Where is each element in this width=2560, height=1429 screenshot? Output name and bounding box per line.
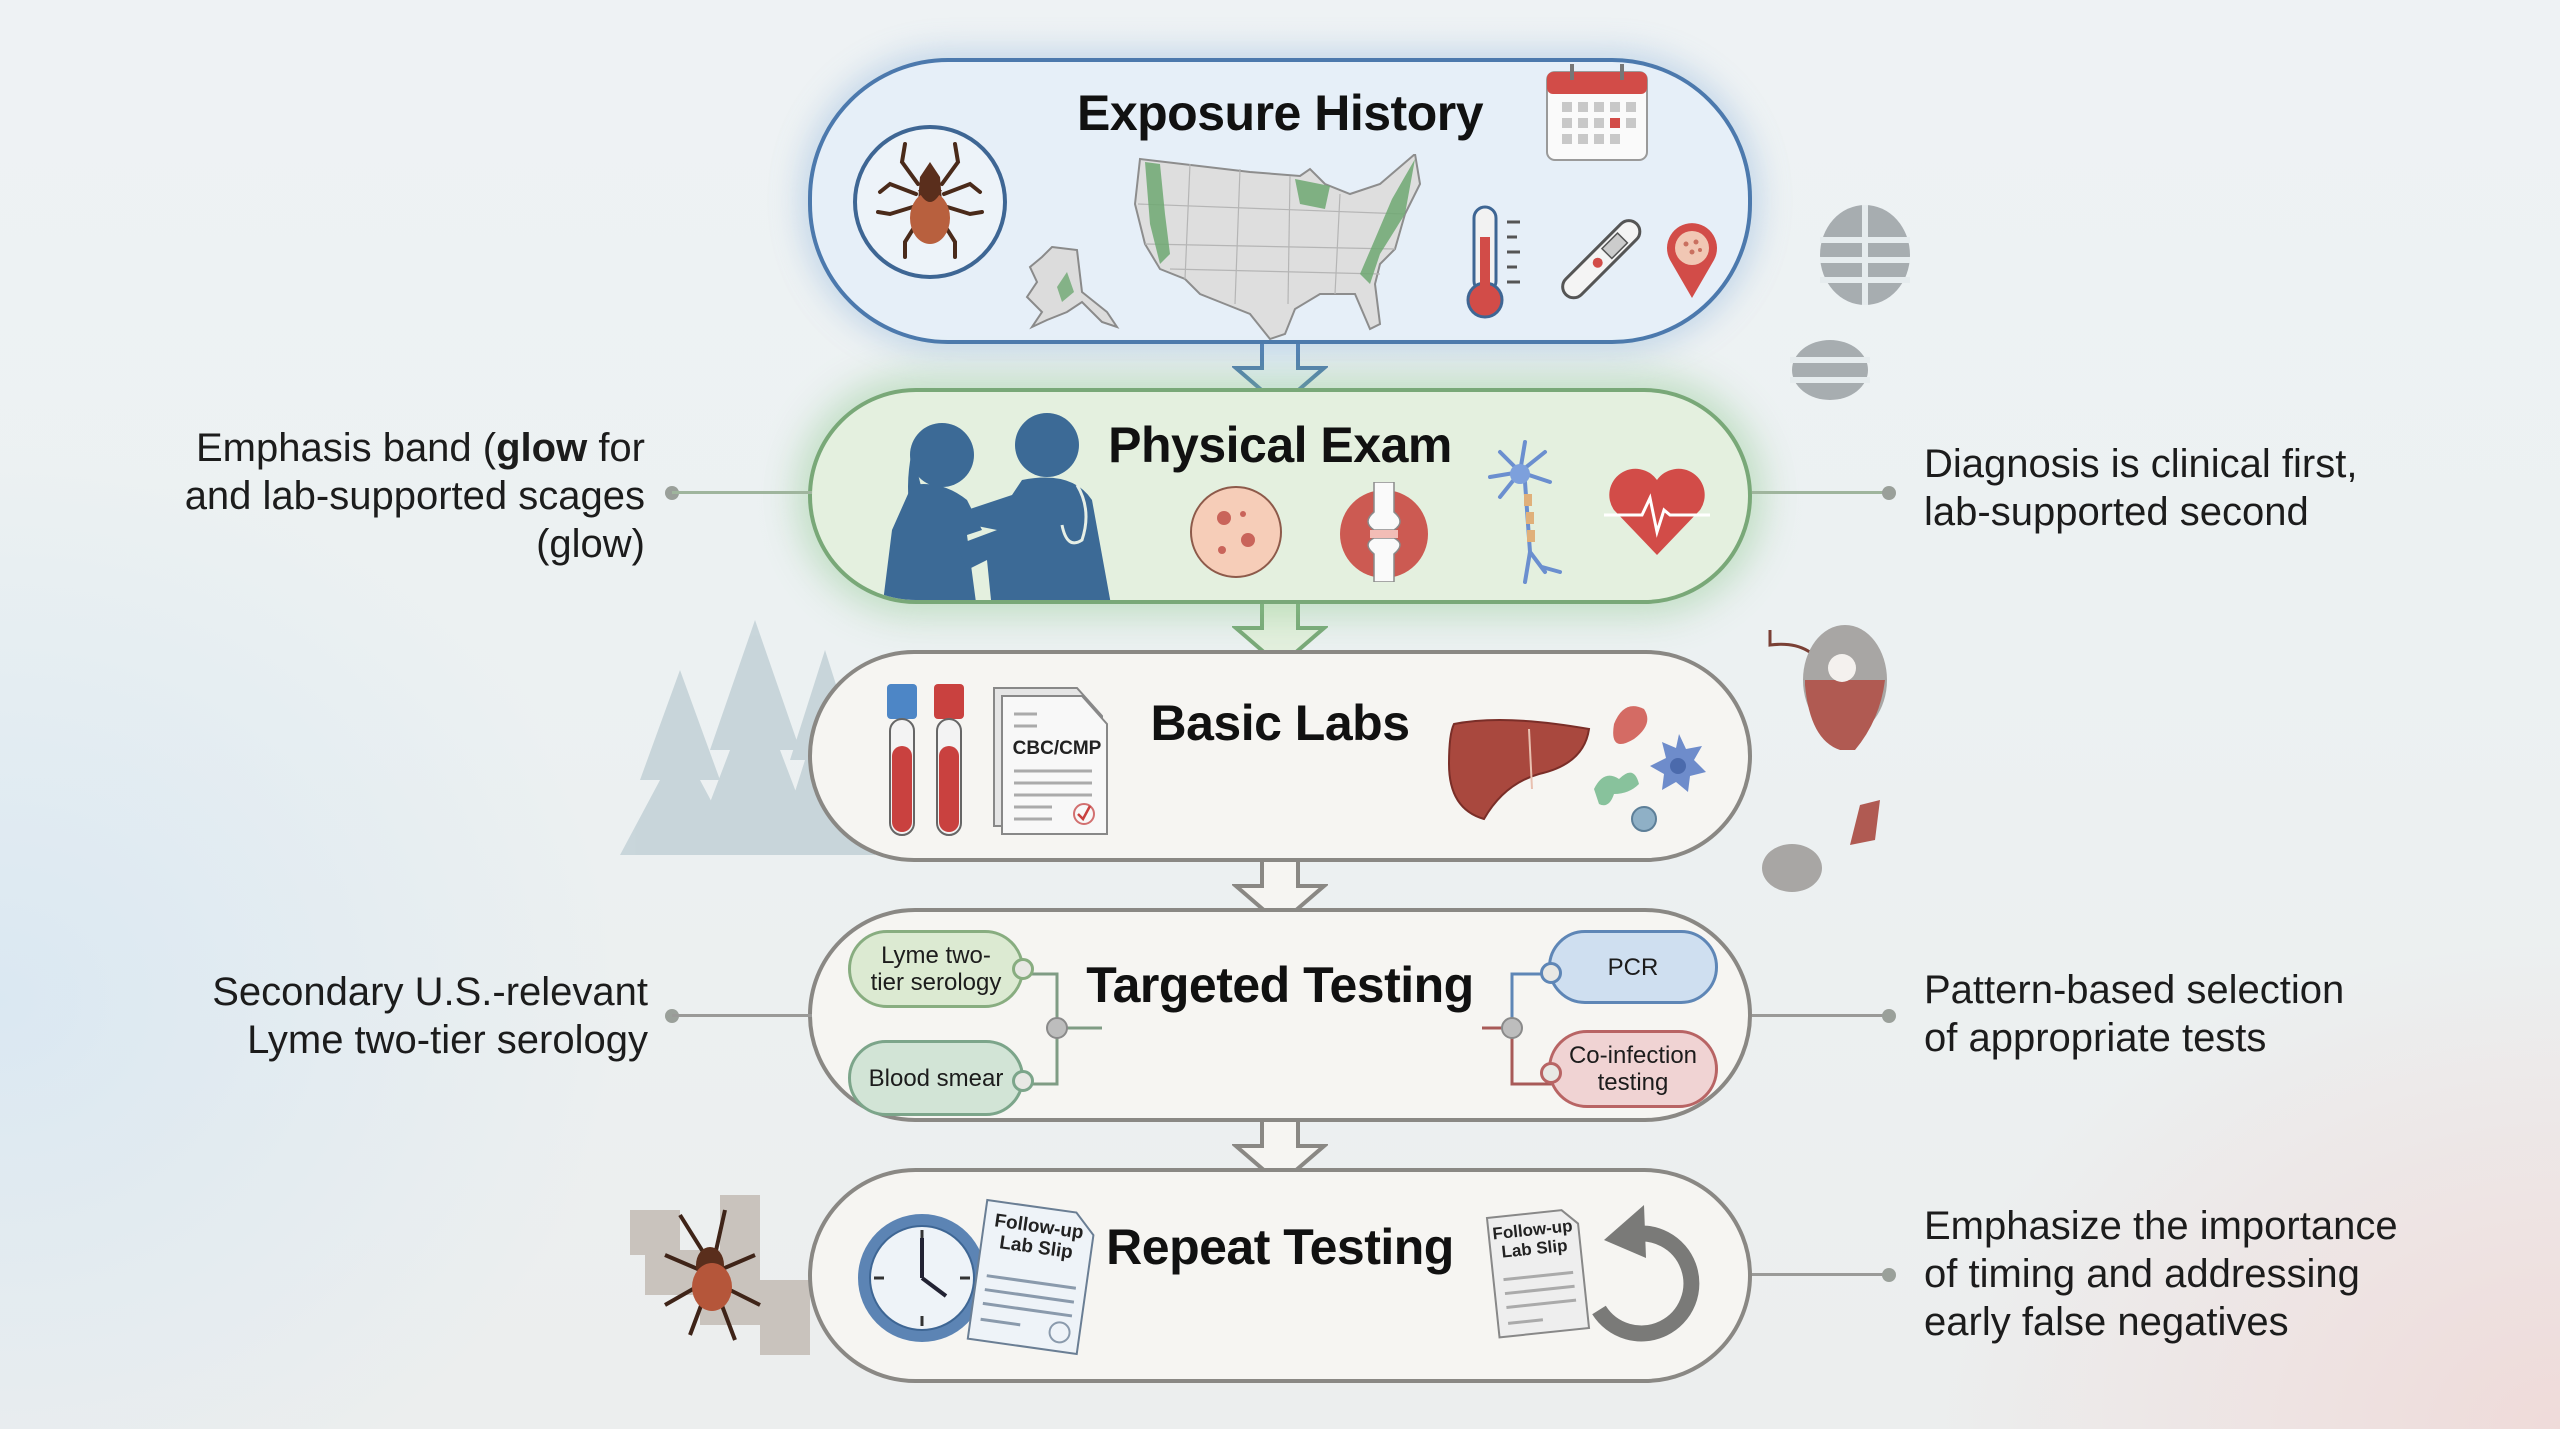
connector-knob [1012,1070,1034,1092]
blood-cells-icon [1584,694,1724,834]
annotation-emphasize-timing: Emphasize the importance of timing and a… [1924,1204,2398,1344]
stage-targeted-testing: Targeted Testing Lyme two- tier serology… [808,908,1752,1122]
test-lyme-two-tier-serology: Lyme two- tier serology [848,930,1024,1008]
lab-report-label: CBC/CMP [1012,738,1102,759]
annotation-connector [1752,1273,1888,1276]
annotation-secondary-us-relevant: Secondary U.S.-relevant Lyme two-tier se… [212,970,648,1062]
heart-ecg-icon [1602,460,1712,560]
tick-icon [850,122,1010,282]
clock-icon [854,1210,990,1346]
midwest-map-tick-icon [620,1195,820,1355]
stage-physical-exam: Physical Exam [808,388,1752,604]
thermometer-icon [1462,202,1532,322]
stage-title: Physical Exam [1108,417,1452,473]
repeat-arrow-icon [1574,1200,1704,1350]
connector-knob [1540,962,1562,984]
arrow-labs-to-targeted [1232,858,1328,926]
stage-title: Basic Labs [1150,695,1410,751]
joint-icon [1336,481,1432,583]
annotation-emphasis-band: Emphasis band (glow for and lab-supporte… [184,426,645,566]
annotation-connector [1752,491,1888,494]
annotation-pattern-based-selection: Pattern-based selection of appropriate t… [1924,968,2345,1060]
follow-up-lab-slip-icon: Follow-up Lab Slip [1481,1203,1594,1343]
arrow-exam-to-labs [1232,600,1328,668]
stage-exposure-history: Exposure History [808,58,1752,344]
annotation-connector [1752,1014,1888,1017]
test-pcr: PCR [1548,930,1718,1004]
stage-title: Targeted Testing [1086,957,1474,1013]
us-map-icon [1130,152,1430,344]
calendar-icon [1542,62,1652,162]
digital-thermometer-icon [1547,212,1647,312]
annotation-dot [1882,486,1896,500]
test-co-infection: Co-infection testing [1548,1030,1718,1108]
lab-report-icon: CBC/CMP [992,686,1112,836]
annotation-diagnosis-clinical-first: Diagnosis is clinical first, lab-support… [1924,442,2358,534]
test-blood-smear: Blood smear [848,1040,1024,1116]
blood-tubes-icon [882,684,972,839]
patient-doctor-silhouette-icon [872,410,1132,600]
annotation-connector [672,491,812,494]
stage-repeat-testing: Repeat Testing Follow-up Lab Slip [808,1168,1752,1383]
stage-title: Repeat Testing [1106,1219,1454,1275]
stage-title: Exposure History [1076,85,1484,141]
right-branch-connector [1482,972,1552,1086]
annotation-dot [1882,1268,1896,1282]
annotation-connector [672,1014,812,1017]
neuron-icon [1480,432,1590,592]
alaska-map-icon [1012,242,1122,332]
stage-basic-labs: Basic Labs CBC/CMP [808,650,1752,862]
footprints-icon [1775,200,1915,420]
left-branch-connector [1022,972,1102,1086]
arrow-exposure-to-exam [1232,340,1328,408]
connector-knob [1540,1062,1562,1084]
liver-icon [1444,714,1594,824]
location-pin-icon [1662,220,1722,300]
annotation-dot [1882,1009,1896,1023]
tick-footprint-icon [1730,600,1900,900]
skin-rash-icon [1188,484,1284,580]
arrow-targeted-to-repeat [1232,1118,1328,1186]
connector-knob [1012,958,1034,980]
follow-up-lab-slip-icon: Follow-up Lab Slip [962,1194,1102,1359]
